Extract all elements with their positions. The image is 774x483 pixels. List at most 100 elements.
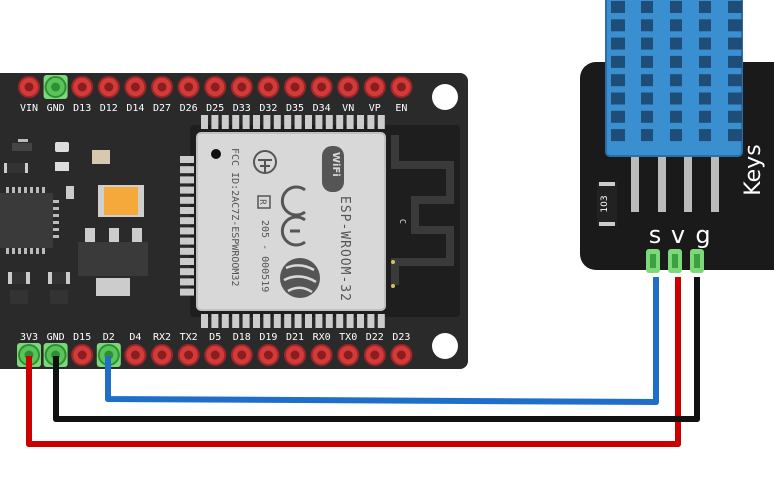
- pin-label-bottom-tx2: TX2: [180, 332, 198, 343]
- grille-hole: [641, 129, 653, 142]
- module-pad: [180, 288, 194, 296]
- pin-label-bottom-tx0: TX0: [339, 332, 357, 343]
- module-pad: [180, 247, 194, 255]
- pin-bottom-d23[interactable]: [389, 343, 413, 367]
- pin-top-vp[interactable]: [363, 75, 387, 99]
- pin-bottom-d18[interactable]: [230, 343, 254, 367]
- grille-hole: [611, 37, 625, 50]
- grille-hole: [728, 19, 742, 32]
- grille-hole: [699, 129, 711, 142]
- module-pad: [180, 176, 194, 184]
- grille-hole: [699, 37, 711, 50]
- pin-label-top-d35: D35: [286, 103, 304, 114]
- pin-bottom-rx0[interactable]: [310, 343, 334, 367]
- pin-top-d25[interactable]: [203, 75, 227, 99]
- module-pad: [294, 314, 302, 328]
- pin-label-top-gnd: GND: [47, 103, 65, 114]
- pin-label-bottom-gnd: GND: [47, 332, 65, 343]
- pin-label-bottom-d15: D15: [73, 332, 91, 343]
- pin-bottom-3v3[interactable]: [17, 343, 41, 367]
- grille-hole: [670, 55, 682, 68]
- sensor-leg: [631, 152, 639, 212]
- module-pad: [325, 314, 333, 328]
- pin-top-d12[interactable]: [97, 75, 121, 99]
- pin-bottom-d2[interactable]: [96, 343, 121, 367]
- sensor-leg: [658, 152, 666, 212]
- resistor: 103: [597, 182, 617, 226]
- pin-label-bottom-d22: D22: [366, 332, 384, 343]
- pin-top-d14[interactable]: [123, 75, 147, 99]
- sensor-leg: [711, 152, 719, 212]
- wire-d2-to-s[interactable]: [105, 277, 659, 405]
- grille-hole: [641, 110, 653, 123]
- module-pad: [367, 314, 375, 328]
- module-pad: [367, 115, 375, 129]
- pin-bottom-d21[interactable]: [283, 343, 307, 367]
- pin-label-top-vin: VIN: [20, 103, 38, 114]
- pin-bottom-d22[interactable]: [363, 343, 387, 367]
- grille-hole: [670, 1, 682, 13]
- module-pad: [305, 314, 312, 328]
- dht11-sensor-module: 103 Keys s v g: [580, 0, 774, 273]
- pin-top-d26[interactable]: [177, 75, 201, 99]
- pin-bottom-tx2[interactable]: [177, 343, 201, 367]
- module-pad: [315, 115, 323, 129]
- pin-top-d34[interactable]: [310, 75, 334, 99]
- pin-bottom-d5[interactable]: [203, 343, 227, 367]
- grille-hole: [641, 55, 653, 68]
- module-pad: [180, 258, 194, 265]
- pin-top-d27[interactable]: [150, 75, 174, 99]
- wire-gnd-to-g[interactable]: [53, 277, 700, 422]
- module-pad: [315, 314, 323, 328]
- pin-top-d35[interactable]: [283, 75, 307, 99]
- antenna-trace: [391, 135, 454, 285]
- module-pad: [221, 314, 229, 328]
- pin-bottom-rx2[interactable]: [150, 343, 174, 367]
- grille-hole: [670, 129, 682, 142]
- wire-end: [694, 416, 700, 422]
- pin-label-bottom-d23: D23: [392, 332, 410, 343]
- pin-bottom-tx0[interactable]: [336, 343, 360, 367]
- pin-top-en[interactable]: [389, 75, 413, 99]
- svg-text:WiFi: WiFi: [330, 152, 341, 177]
- pin-top-gnd[interactable]: [43, 75, 68, 99]
- grille-hole: [611, 55, 625, 68]
- pin-top-vin[interactable]: [17, 75, 41, 99]
- module-pad: [180, 196, 194, 204]
- brand-label: Keys: [741, 144, 766, 195]
- pin-top-d33[interactable]: [230, 75, 254, 99]
- voltage-regulator: [78, 228, 148, 296]
- pin-top-d32[interactable]: [256, 75, 280, 99]
- wire-3v3-to-v[interactable]: [26, 277, 681, 447]
- module-pad: [357, 314, 364, 328]
- capacitor: [98, 185, 144, 217]
- pin-label-top-d14: D14: [126, 103, 144, 114]
- pin-top-vn[interactable]: [336, 75, 360, 99]
- grille-hole: [611, 74, 625, 87]
- module-pad: [294, 115, 302, 129]
- pin-label-top-d27: D27: [153, 103, 171, 114]
- pin-top-d13[interactable]: [70, 75, 94, 99]
- module-pad: [305, 115, 312, 129]
- pin-bottom-d19[interactable]: [256, 343, 280, 367]
- pin-label-bottom-d2: D2: [103, 332, 115, 343]
- pin-label-top-d32: D32: [259, 103, 277, 114]
- wire-end: [675, 441, 681, 447]
- module-pad: [211, 314, 219, 328]
- grille-hole: [699, 110, 711, 123]
- wifi-logo: WiFi: [322, 146, 344, 192]
- grille-hole: [611, 1, 625, 13]
- module-pad: [180, 217, 194, 225]
- pin-label-top-d25: D25: [206, 103, 224, 114]
- pin-bottom-d4[interactable]: [123, 343, 147, 367]
- module-pad: [346, 314, 354, 328]
- pin-label-top-en: EN: [395, 103, 407, 114]
- pin-label-top-vp: VP: [369, 103, 381, 114]
- sensor-pin-g: [690, 249, 704, 273]
- grille-hole: [728, 110, 742, 123]
- grille-hole: [728, 92, 742, 105]
- pin-bottom-d15[interactable]: [70, 343, 94, 367]
- grille-hole: [728, 74, 742, 87]
- bottom-pin-header: [17, 343, 413, 367]
